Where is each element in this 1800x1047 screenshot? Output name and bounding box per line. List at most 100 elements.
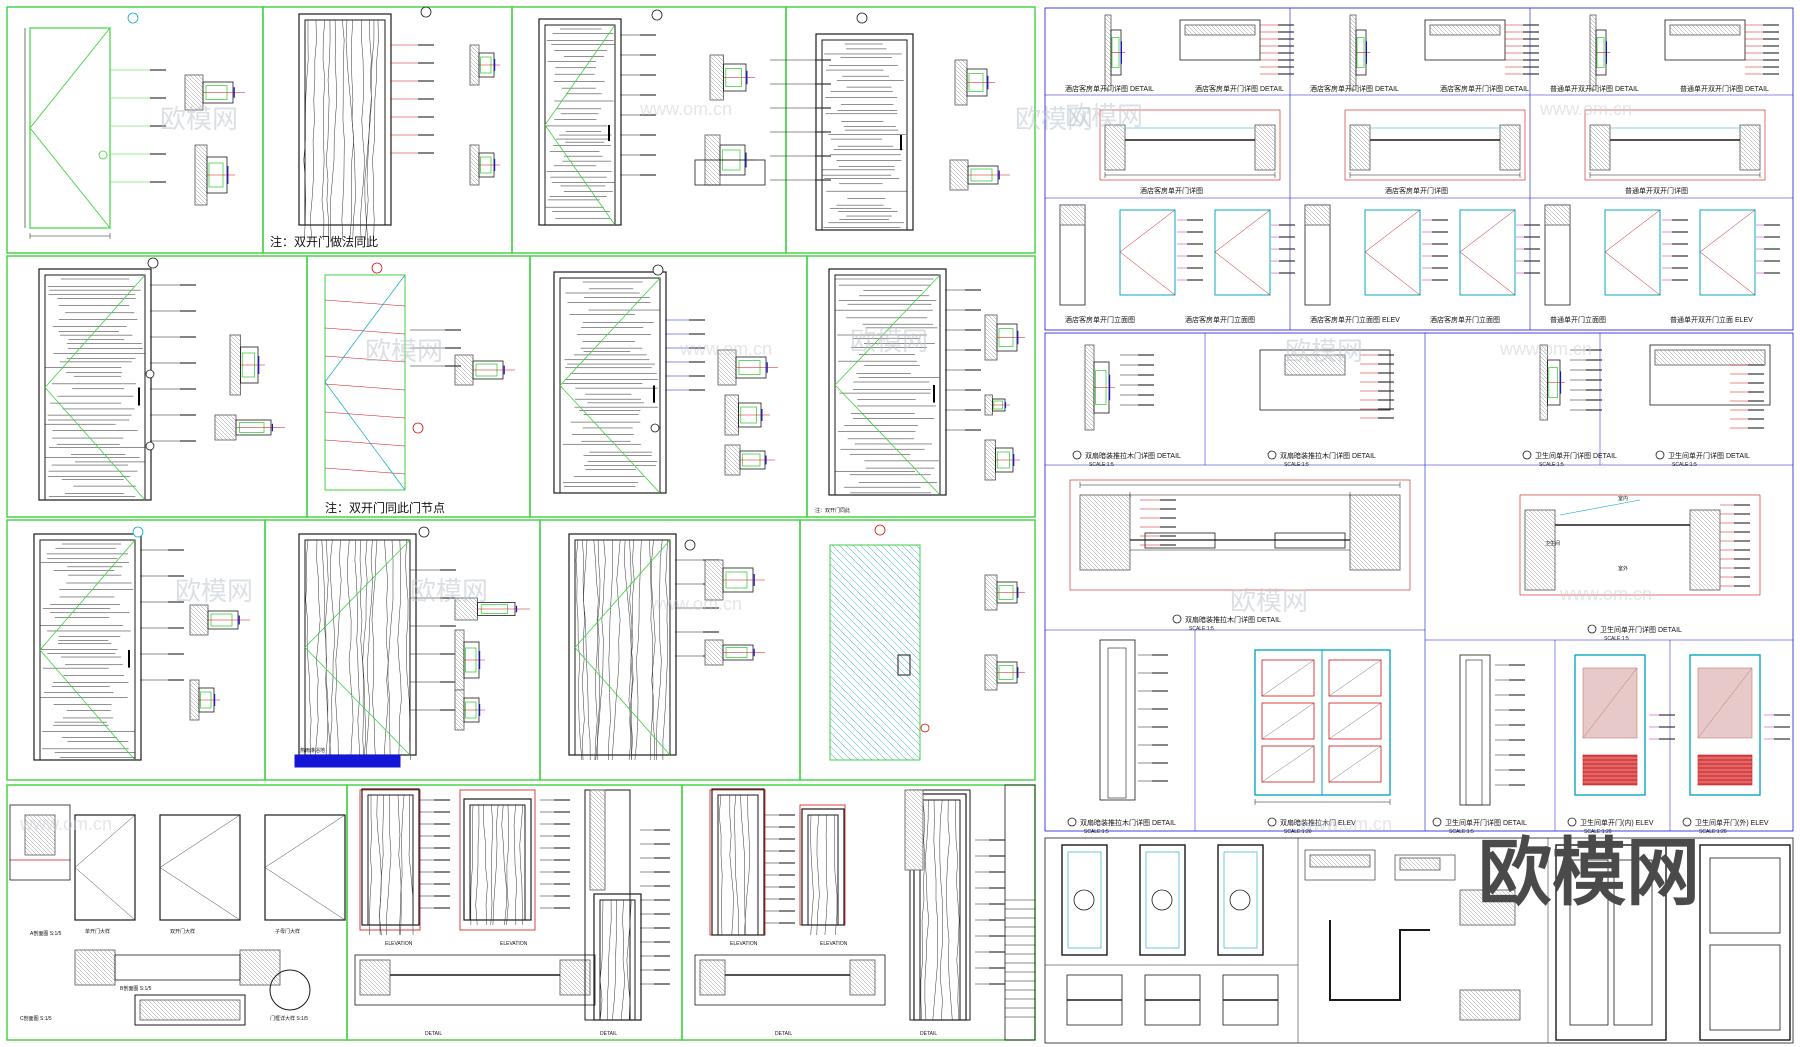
wall-hatch-line [870,959,876,965]
wall-hatch-line [24,818,56,850]
wall-hatch-line [454,380,460,386]
wall-hatch-line [454,669,465,680]
wall-hatch-line [239,960,265,986]
wood-grain-line [628,539,634,761]
glass-hatch-line [829,745,845,761]
elevation-title: 普通单开门立面图 [1550,315,1606,324]
wall-hatch-line [229,334,241,346]
wood-grain-line [405,539,411,761]
wall-hatch-line [1349,77,1357,85]
wood-grain-line [733,794,739,936]
wall-hatch-line [712,54,724,66]
wall-hatch-line [1104,45,1112,53]
wall-hatch-line [1467,24,1479,36]
wall-hatch-line [1735,24,1741,30]
wall-hatch-line [214,415,237,438]
wall-hatch-line [380,959,391,970]
glass-hatch-line [829,738,852,761]
wall-hatch-line [984,319,998,333]
door-elevation [1139,844,1186,956]
door-swing-line [559,385,661,494]
wall-hatch-line [1254,165,1260,171]
wall-hatch-line [1539,363,1548,372]
wall-hatch-line [709,75,724,90]
wall-hatch-line [1349,561,1359,571]
wall-hatch-line [229,346,241,358]
wall-hatch-line [734,444,741,451]
wall-hatch-line [194,188,208,202]
wall-hatch-line [473,144,480,151]
wall-hatch-line [1501,989,1521,1009]
wall-hatch-line [469,52,480,63]
callout-bubble [652,264,664,276]
wall-hatch-line [704,648,722,666]
wall-hatch-line [189,691,200,702]
callout-bubble [1682,817,1692,827]
wall-hatch-line [1539,351,1548,360]
wall-hatch-line [720,54,724,58]
door-swing-line [29,27,111,129]
section-detail [9,804,71,881]
elevation-title: 酒店客房单开门立面图 [1430,315,1500,324]
wall-hatch-line [231,999,241,1009]
wall-hatch-line [1495,24,1501,30]
wall-hatch-line [904,837,924,857]
wall-hatch-line [1589,129,1611,151]
wall-hatch-line [1349,49,1357,57]
wood-grain-line [345,19,356,241]
detail-title: DETAIL [920,1031,937,1037]
wall-hatch-line [1349,549,1371,571]
wall-hatch-line [1689,577,1703,591]
wall-hatch-line [189,610,209,630]
wall-hatch-line [704,567,724,587]
jamb-profile [1329,920,1430,1001]
wall-hatch-line [1352,124,1371,143]
glass-hatch-line [829,682,908,761]
plan-frame [1099,109,1281,181]
wall-hatch-line [1312,204,1331,223]
wall-hatch-line [1539,367,1548,376]
wall-hatch-line [984,677,998,691]
wall-hatch-line [849,978,867,996]
wall-hatch-line [949,181,959,191]
wall-hatch-line [1715,349,1732,366]
wall-hatch-line [1084,357,1095,368]
wall-hatch-line [709,83,724,98]
wall-hatch-line [1544,344,1548,348]
wall-hatch-line [849,974,871,996]
callout-bubble [856,12,868,24]
door-leaf [829,544,921,761]
wall-hatch-line [1316,354,1338,376]
wall-hatch-line [1487,24,1499,36]
elevation-title: ELEVATION [385,941,413,947]
wall-hatch-line [229,382,241,394]
wood-grain-line [626,899,632,1021]
note-text: 热雨淋浴地 [300,747,325,754]
wall-hatch-line [1084,397,1095,408]
wall-hatch-line [473,44,480,51]
wall-hatch-line [704,563,724,583]
wall-hatch-line [728,394,739,405]
wall-hatch-line [1063,204,1085,226]
door-swing-line [544,124,616,226]
wall-hatch-line [716,959,726,969]
door-swing-line [1604,209,1661,253]
callout-bubble [1655,450,1665,460]
wall-hatch-line [1349,161,1359,171]
watermark-url: www.om.cn [1299,814,1392,834]
wall-hatch-line [1484,889,1516,921]
wall-hatch-line [1589,61,1597,69]
wall-hatch-line [454,356,474,376]
wall-hatch-line [904,809,924,829]
wall-hatch-line [1079,549,1101,571]
wall-hatch-line [454,637,465,648]
wall-hatch-line [730,349,737,356]
wall-hatch-line [984,463,996,475]
wall-hatch-line [709,71,724,86]
wall-hatch-line [559,970,585,996]
door-panel [1145,851,1180,949]
wall-hatch-line [709,67,724,82]
wall-hatch-line [276,949,281,954]
panel-line [324,383,406,391]
detail-title: 卫生间单开门(内) ELEV [1580,818,1654,827]
